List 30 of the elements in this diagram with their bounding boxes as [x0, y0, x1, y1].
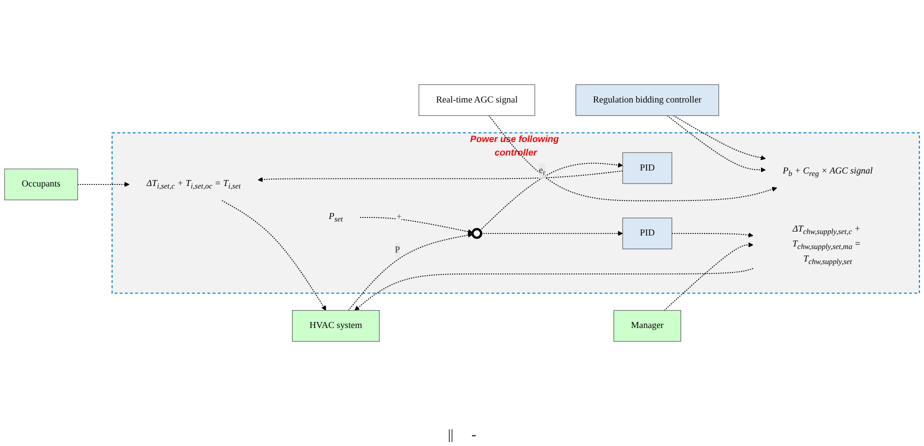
arrow: [222, 200, 326, 311]
node-text: P$_{set}$: [328, 212, 343, 224]
arrow: [77, 182, 130, 187]
arrow: [664, 242, 754, 311]
node-box: Real-time AGC signal: [418, 84, 536, 116]
node-text: P$_{b}$ + C$_{reg}$ × AGC signal: [782, 166, 873, 178]
arrow: [348, 232, 473, 311]
arrow: [671, 232, 754, 238]
arrow: [488, 115, 778, 202]
node-box: Regulation bidding controller: [576, 84, 720, 116]
node-box: PID: [622, 218, 672, 250]
arrow: [258, 170, 624, 182]
edge-label: P: [394, 245, 400, 256]
node-box: Occupants: [4, 168, 78, 200]
arrow: [673, 115, 766, 160]
arrow: [354, 268, 754, 311]
node-circle: [471, 228, 482, 239]
arrow: [360, 216, 473, 234]
node-box: HVAC system: [292, 310, 380, 342]
arrow: [666, 115, 766, 172]
note-label: ||: [448, 428, 454, 444]
note-label: -: [471, 428, 476, 444]
node-text: ΔT$_{chw,supply,set,c}$ + T$_{chw,supply,set,ma}$ = T$_{chw,supply,set}$: [792, 224, 861, 266]
node-box: PID: [622, 152, 672, 184]
arrow: [480, 230, 623, 236]
edge-label: e$_{r}$: [538, 165, 546, 177]
arrow: [480, 162, 623, 231]
node-text: ΔT$_{i,set,c}$ + T$_{i,set,oc}$ = T$_{i,set}$: [146, 178, 241, 190]
node-box: Manager: [614, 310, 682, 342]
edge-label: +: [396, 212, 402, 222]
